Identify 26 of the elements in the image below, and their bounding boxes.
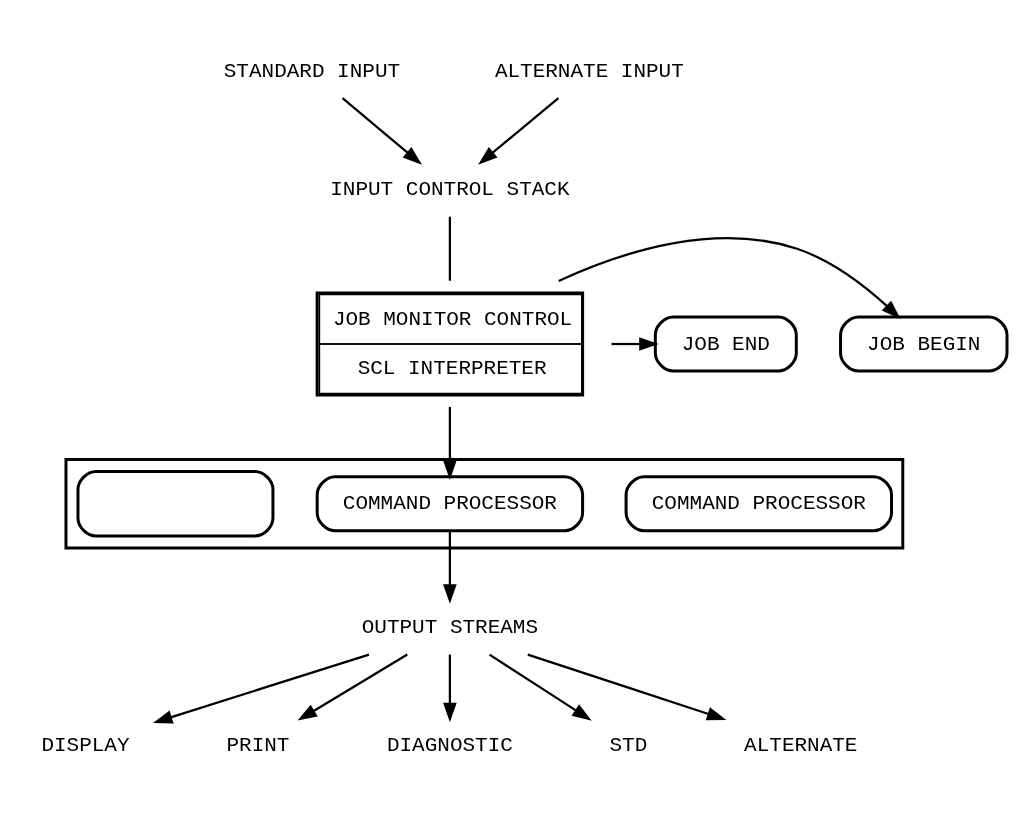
arrow (488, 653, 592, 721)
arrow (341, 96, 422, 165)
node-box (76, 469, 274, 537)
node-text: ALTERNATE INPUT (494, 59, 684, 83)
node-text: ALTERNATE (743, 733, 857, 757)
arrow (442, 530, 457, 604)
node-box: JOB END (653, 315, 798, 372)
arrow (442, 406, 457, 480)
node-text: PRINT (225, 733, 289, 757)
node-text: INPUT CONTROL STACK (329, 177, 570, 201)
connector (448, 216, 451, 281)
node-text: DIAGNOSTIC (386, 733, 513, 757)
node-text: DISPLAY (40, 733, 130, 757)
node-text: STD (608, 733, 647, 757)
arrow (557, 236, 901, 319)
arrow (611, 336, 659, 351)
node-text: OUTPUT STREAMS (361, 615, 538, 639)
node-box: COMMAND PROCESSOR (624, 474, 893, 532)
arrow (526, 653, 726, 720)
arrow (152, 653, 369, 724)
node-box: JOB BEGIN (838, 315, 1008, 372)
node-text: STANDARD INPUT (223, 59, 400, 83)
arrow (297, 653, 408, 721)
arrow (442, 654, 457, 722)
arrow (477, 96, 559, 165)
node-box: COMMAND PROCESSOR (315, 474, 584, 532)
